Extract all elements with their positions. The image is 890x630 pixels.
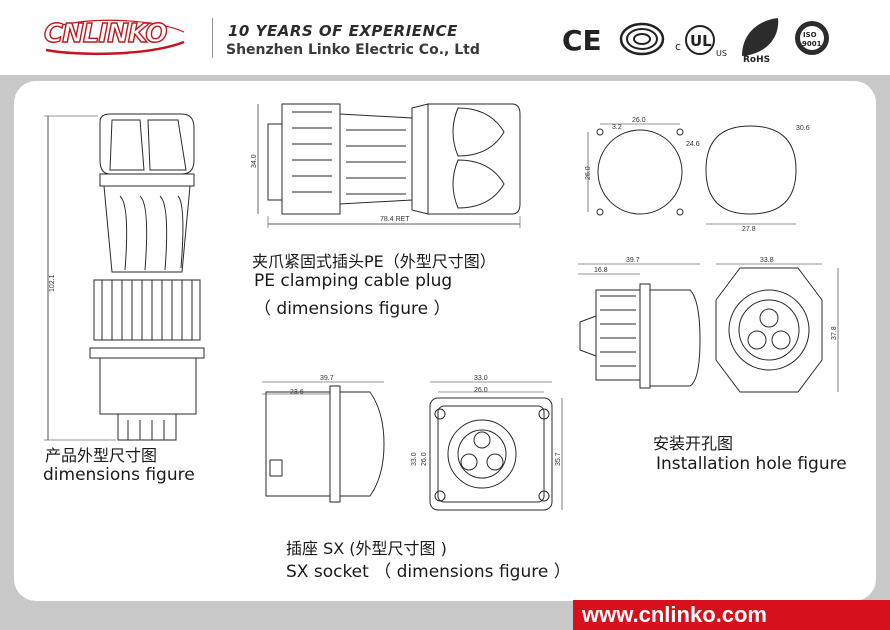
svg-text:US: US xyxy=(716,49,727,58)
install-caption-en: Installation hole figure xyxy=(656,454,847,474)
logo-text: CNLINKO xyxy=(43,18,168,49)
circle-diameter-dim: 30.6 xyxy=(796,125,810,132)
circle-width-dim: 27.8 xyxy=(742,226,756,233)
ce-mark-icon: CE xyxy=(562,24,602,57)
iso9001-icon: ISO 9001 xyxy=(795,21,829,55)
socket-height-a-dim: 33.0 xyxy=(411,452,418,466)
face-height-dim: 37.8 xyxy=(831,326,838,340)
svg-text:RoHS: RoHS xyxy=(743,55,770,65)
socket-caption-cn: 插座 SX (外型尺寸图 ) xyxy=(286,539,447,558)
plug-length-dim: 102.1 xyxy=(49,274,56,292)
pe-caption-cn: 夹爪紧固式插头PE（外型尺寸图） xyxy=(252,252,496,271)
svg-text:9001: 9001 xyxy=(802,40,822,48)
plug-side-view xyxy=(44,113,205,441)
front-panel-face-view xyxy=(715,263,839,393)
pe-plug-view xyxy=(257,103,521,228)
hole-side-dim: 26.0 xyxy=(585,166,592,180)
pe-caption-en2: （ dimensions figure ） xyxy=(254,299,451,319)
pe-height-dim: 34.0 xyxy=(251,154,258,168)
install-hole-view xyxy=(587,123,797,225)
hole-pitch-dim: 26.0 xyxy=(632,117,646,124)
panel-length-dim: 39.7 xyxy=(626,257,640,264)
socket-height-c-dim: 35.7 xyxy=(555,452,562,466)
panel-inner-dim: 16.8 xyxy=(594,267,608,274)
socket-caption-en: SX socket （ dimensions figure ） xyxy=(286,562,571,582)
plug-caption-en: dimensions figure xyxy=(43,465,195,485)
rohs-icon: RoHS xyxy=(742,18,779,65)
face-width-dim: 33.8 xyxy=(760,257,774,264)
socket-inner-dim: 23.6 xyxy=(290,389,304,396)
hole-diameter-dim: 3.2 xyxy=(612,124,622,131)
plug-caption-cn: 产品外型尺寸图 xyxy=(45,446,158,465)
hole-size-dim: 24.6 xyxy=(686,141,700,148)
svg-text:CE: CE xyxy=(562,24,602,57)
slogan: 10 YEARS OF EXPERIENCE xyxy=(228,22,458,40)
footer-band xyxy=(573,600,890,630)
website-link[interactable]: www.cnlinko.com xyxy=(582,602,767,627)
company-name: Shenzhen Linko Electric Co., Ltd xyxy=(226,42,480,58)
svg-text:UL: UL xyxy=(690,32,712,50)
ul-listed-icon: UL c US xyxy=(675,25,727,58)
pe-caption-en: PE clamping cable plug xyxy=(254,271,453,291)
pe-length-dim: 78.4 RET xyxy=(380,216,410,223)
socket-outer-dim: 33.0 xyxy=(474,375,488,382)
socket-length-dim: 39.7 xyxy=(320,375,334,382)
drawing-card xyxy=(14,81,876,601)
socket-face-view xyxy=(429,381,563,511)
socket-side-view xyxy=(262,381,385,503)
header-bar: CNLINKO 10 YEARS OF EXPERIENCE Shenzhen … xyxy=(0,0,890,75)
socket-height-b-dim: 26.0 xyxy=(421,452,428,466)
install-caption-cn: 安装开孔图 xyxy=(653,434,734,453)
svg-text:ISO: ISO xyxy=(803,31,817,39)
cnlinko-logo xyxy=(45,19,185,56)
svg-text:c: c xyxy=(675,40,681,53)
socket-pitch-dim: 26.0 xyxy=(474,387,488,394)
certification-icons: CE UL c US RoHS ISO 9001 xyxy=(562,18,829,65)
header-divider xyxy=(212,18,213,58)
ccc-mark-icon xyxy=(619,22,665,56)
front-panel-side-view xyxy=(578,263,701,389)
